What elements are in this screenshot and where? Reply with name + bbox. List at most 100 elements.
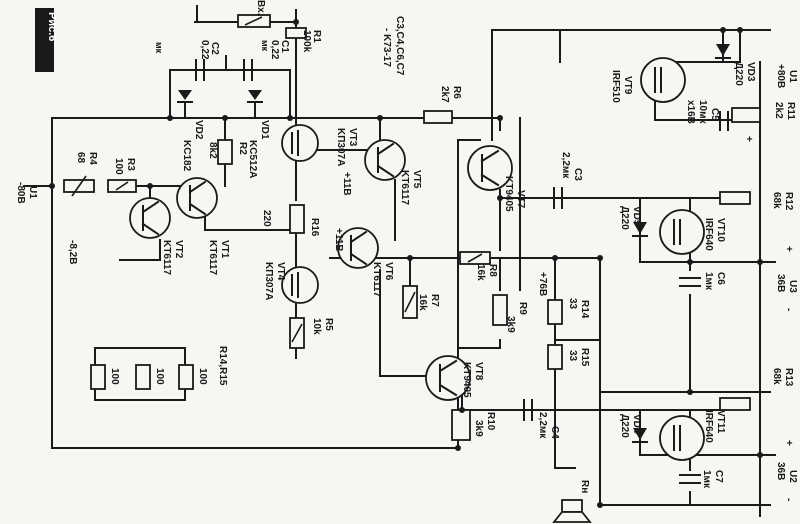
label-vt6: VT6 — [383, 262, 394, 281]
label-r6-value: 2k7 — [439, 86, 450, 103]
label-vd2-value: KC182 — [181, 140, 192, 172]
label-c6: C6 — [715, 272, 726, 285]
label-r10: R10 — [485, 412, 496, 431]
c3-capacitor — [553, 187, 563, 209]
parallel-resistors — [90, 347, 194, 401]
r10-resistor — [451, 409, 471, 441]
r15-resistor — [547, 344, 563, 370]
label-r2: R2 — [237, 142, 248, 155]
label-c3: C3 — [572, 168, 583, 181]
label-c4-value: 2,2мк — [537, 412, 548, 439]
label-vt10-value: IRF640 — [703, 218, 714, 251]
label-u1-top: U1 — [787, 70, 798, 83]
label-vt2: VT2 — [173, 240, 184, 259]
label-caps-note-2: - K73-17 — [381, 28, 392, 67]
label-vt7: VT7 — [515, 190, 526, 209]
label-vt11: VT11 — [715, 410, 726, 434]
label-u3-minus: - — [783, 308, 794, 311]
vt7-transistor — [467, 145, 513, 191]
vd2-zener — [177, 90, 193, 103]
label-pr1: 100 — [109, 368, 120, 385]
label-u2-minus: - — [783, 498, 794, 501]
label-vt4-value: KП307A — [263, 262, 274, 300]
speaker-icon — [552, 499, 592, 523]
labels: R1 100k C1 0,22 мк C2 0,22 мк Вх. C3,C4,… — [15, 0, 798, 501]
label-vd3: VD3 — [745, 62, 756, 82]
junctions — [49, 19, 763, 508]
label-vd1: VD1 — [259, 120, 270, 140]
label-u2: U2 — [787, 470, 798, 483]
c1-capacitor — [243, 59, 253, 81]
label-v3: -8,2В — [67, 240, 78, 264]
label-r13: R13 — [783, 368, 794, 387]
c5-capacitor — [719, 111, 729, 131]
label-r15-value: 33 — [567, 350, 578, 362]
figure-label: Рис.6 — [46, 12, 58, 41]
label-vt8: VT8 — [473, 362, 484, 381]
c6-capacitor — [679, 277, 701, 287]
r1-resistor — [285, 27, 307, 39]
label-v2: +11В — [333, 228, 344, 252]
label-vd4: VD4 — [631, 414, 642, 434]
label-vt9-value: IRF510 — [610, 70, 621, 103]
label-u2-plus: + — [783, 440, 794, 446]
label-vt3: VT3 — [347, 128, 358, 147]
label-pr3: 100 — [197, 368, 208, 385]
label-r4: R4 — [87, 152, 98, 165]
label-c2-unit: мк — [154, 42, 164, 54]
vt6-transistor — [337, 227, 379, 269]
label-vt9: VT9 — [622, 76, 633, 95]
label-r16-value: 220 — [261, 210, 272, 227]
label-u1-left: U1 — [27, 186, 38, 199]
label-u1-top-value: +80В — [775, 64, 786, 88]
vt1-transistor — [176, 177, 218, 219]
label-r1: R1 — [311, 30, 322, 43]
c4-capacitor — [523, 399, 533, 421]
label-r8-value: 16k — [475, 264, 486, 281]
label-c5-value: 10мк — [697, 100, 708, 125]
label-r10-value: 3k9 — [473, 420, 484, 437]
label-r7: R7 — [429, 294, 440, 307]
r16-resistor — [289, 204, 305, 234]
label-r14-value: 33 — [567, 298, 578, 310]
label-vd5-value: Д220 — [619, 206, 630, 230]
label-r5-value: 10k — [311, 318, 322, 335]
label-c1-value: 0,22 — [269, 40, 280, 60]
label-c7-value: 1мк — [701, 470, 712, 489]
label-vt5-value: KT6117 — [399, 170, 410, 205]
vt2-transistor — [129, 197, 171, 239]
label-pr2: 100 — [154, 368, 165, 385]
r12-resistor — [719, 191, 751, 205]
r11-resistor — [731, 107, 761, 123]
label-c5-extra: x16В — [685, 100, 696, 124]
label-u3-plus: + — [783, 246, 794, 252]
label-r9: R9 — [517, 302, 528, 315]
label-vt8-value: KT9405 — [461, 362, 472, 398]
label-r13-value: 68k — [771, 368, 782, 385]
vt8-transistor — [425, 355, 471, 401]
label-r12-value: 68k — [771, 192, 782, 209]
r14-resistor — [547, 299, 563, 325]
label-r3: R3 — [125, 158, 136, 171]
label-c6-value: 1мк — [703, 272, 714, 291]
label-vt5: VT5 — [411, 170, 422, 189]
label-c1: C1 — [279, 40, 290, 53]
vd5-diode — [632, 222, 648, 237]
label-u3: U3 — [787, 280, 798, 293]
label-rn: Rн — [579, 480, 590, 493]
label-r1-value: 100k — [301, 30, 312, 53]
label-c5-plus: + — [743, 136, 754, 142]
label-r3-value: 100 — [113, 158, 124, 175]
label-r9-value: 3k9 — [505, 316, 516, 333]
label-vt6-value: KT6117 — [371, 262, 382, 297]
label-c2-value: 0,22 — [199, 40, 210, 60]
label-vt7-value: KT9405 — [503, 176, 514, 212]
label-v1: +11В — [341, 172, 352, 196]
vd3-diode — [715, 44, 731, 59]
vd4-diode — [632, 428, 648, 443]
label-vt1: VT1 — [219, 240, 230, 259]
c2-capacitor — [195, 59, 205, 81]
label-r2-value: 8k2 — [207, 142, 218, 159]
label-c4: C4 — [549, 426, 560, 439]
